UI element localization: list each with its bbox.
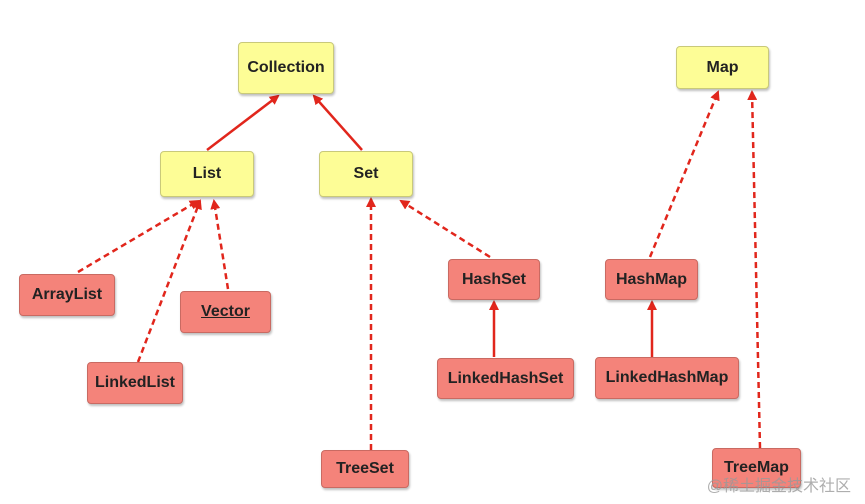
- edge-linkedlist-list: [136, 199, 202, 363]
- edge-arraylist-list: [77, 199, 200, 274]
- node-vector: Vector: [180, 291, 271, 333]
- edge-set-collection: [312, 94, 363, 151]
- node-hashmap: HashMap: [605, 259, 698, 300]
- node-linkedhashmap: LinkedHashMap: [595, 357, 739, 399]
- node-arraylist: ArrayList: [19, 274, 115, 316]
- edge-hashmap-map: [648, 90, 720, 258]
- edge-list-collection: [206, 94, 280, 151]
- node-collection: Collection: [238, 42, 334, 94]
- edge-treemap-map: [747, 90, 762, 449]
- node-treeset: TreeSet: [321, 450, 409, 488]
- node-list: List: [160, 151, 254, 197]
- node-map: Map: [676, 46, 769, 89]
- node-treemap: TreeMap: [712, 448, 801, 488]
- watermark: @稀土掘金技术社区: [706, 478, 851, 495]
- edge-hashset-set: [399, 199, 491, 259]
- node-linkedhashset: LinkedHashSet: [437, 358, 574, 399]
- node-hashset: HashSet: [448, 259, 540, 300]
- node-set: Set: [319, 151, 413, 197]
- node-linkedlist: LinkedList: [87, 362, 183, 404]
- edge-vector-list: [210, 199, 230, 290]
